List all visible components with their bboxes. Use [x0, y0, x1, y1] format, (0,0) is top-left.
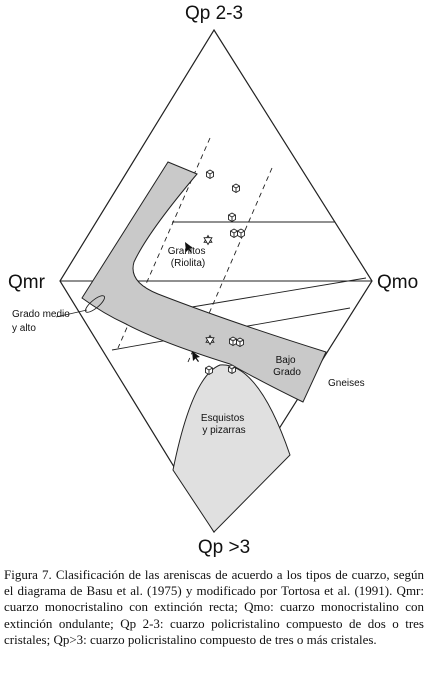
star-icon: [203, 234, 213, 246]
arrow-pointer-icon: [185, 242, 193, 253]
field-label-esquistos: Esquistos y pizarras: [201, 413, 247, 436]
cube-icon: [206, 169, 214, 180]
cube-icon: [229, 336, 237, 347]
cube-icon: [237, 228, 245, 239]
field-label-grado-medio: Grado medio y alto: [12, 309, 73, 334]
cube-icon: [232, 183, 240, 194]
field-label-granitos: Granitos (Riolita): [168, 246, 209, 269]
vertex-label-right: Qmo: [377, 272, 418, 293]
vertex-label-left: Qmr: [8, 272, 46, 293]
medium-high-grade-band: [81, 161, 327, 403]
leader-line: [55, 309, 88, 318]
figure-caption: Figura 7. Clasificación de las areniscas…: [4, 567, 424, 647]
arrow-pointer-icon: [192, 351, 200, 362]
cube-icon: [230, 228, 238, 239]
schist-slate-field: [172, 364, 291, 533]
cube-icon: [205, 365, 213, 376]
field-label-gneises: Gneises: [328, 378, 365, 389]
data-points: [203, 169, 245, 376]
cube-icon: [236, 337, 244, 348]
quartz-classification-diagram: Qp 2-3 Qmr Qmo Qp >3 Granitos (Riolita) …: [8, 3, 418, 558]
vertex-label-top: Qp 2-3: [185, 3, 243, 24]
field-label-bajo-grado: Bajo Grado: [273, 355, 301, 378]
cube-icon: [228, 212, 236, 223]
vertex-label-bottom: Qp >3: [198, 537, 250, 558]
leader-ellipse: [85, 295, 105, 313]
star-icon: [205, 334, 215, 346]
cube-icon: [228, 364, 236, 375]
